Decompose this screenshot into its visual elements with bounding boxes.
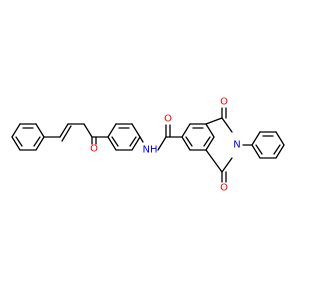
bond: [273, 144, 281, 155]
bond: [205, 149, 223, 173]
atom-label-o3: O: [220, 97, 228, 108]
bond: [181, 123, 191, 138]
bond: [251, 144, 261, 159]
bond: [221, 157, 233, 173]
bond: [59, 123, 69, 138]
atom-label-o2: O: [164, 114, 172, 125]
structure-canvas: O O O O N NH: [11, 96, 285, 194]
bond: [11, 123, 21, 138]
bond: [181, 136, 191, 151]
bond: [275, 144, 285, 159]
bond: [205, 117, 223, 125]
bond: [35, 123, 45, 138]
bond-layer: [11, 107, 285, 183]
bond: [11, 136, 21, 151]
bond: [35, 136, 45, 151]
molecule-drawing: O O O O N NH: [11, 97, 285, 194]
bond: [275, 131, 285, 146]
bond: [205, 123, 215, 138]
bond: [221, 117, 233, 133]
atom-label-layer: O O O O N NH: [90, 97, 241, 194]
bond: [255, 144, 263, 155]
bond: [129, 136, 137, 147]
bond: [111, 136, 119, 147]
bond: [131, 123, 141, 138]
bond: [107, 136, 117, 151]
bond: [203, 136, 211, 147]
bond: [205, 136, 215, 151]
atom-label-o1: O: [90, 144, 98, 155]
bond: [61, 125, 72, 142]
bond: [33, 136, 41, 147]
atom-label-n2: NH: [143, 145, 158, 156]
bond: [15, 136, 23, 147]
bond: [107, 123, 117, 138]
bond: [251, 131, 261, 146]
bond: [139, 136, 144, 143]
bond: [83, 123, 93, 138]
bond: [131, 136, 141, 151]
atom-label-n1: N: [233, 140, 240, 151]
atom-label-o4: O: [220, 183, 228, 194]
bond: [185, 136, 193, 147]
bond: [157, 136, 167, 151]
